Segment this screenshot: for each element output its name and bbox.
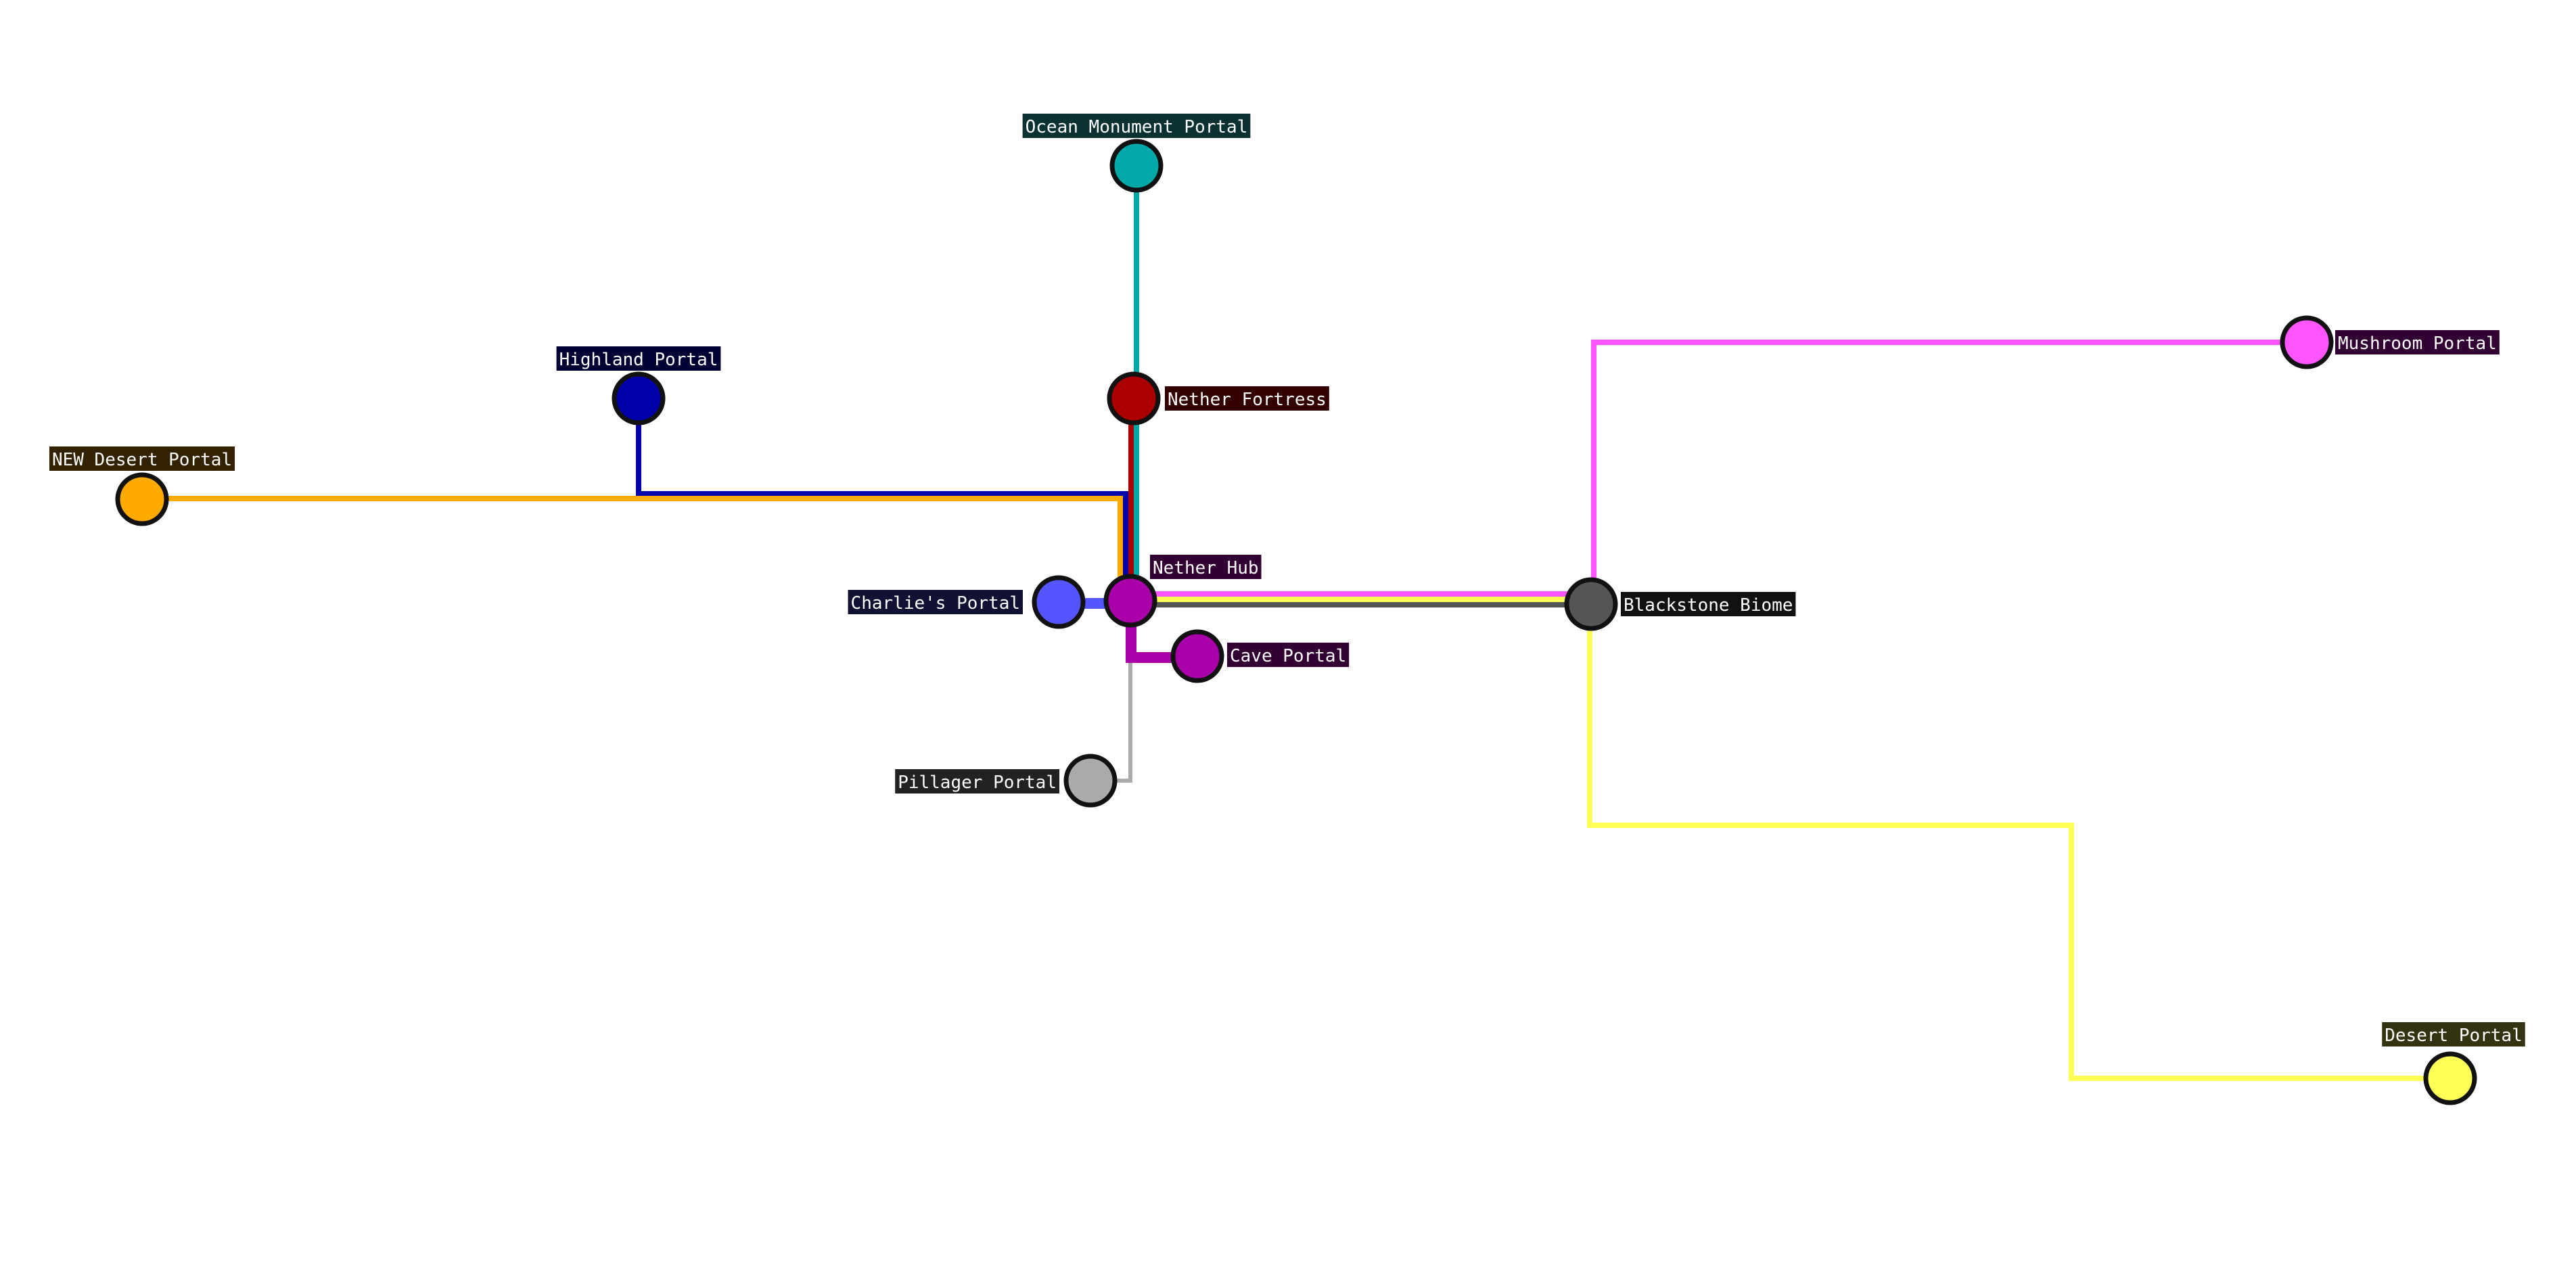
station-new-desert[interactable] [115, 472, 169, 526]
route-desert [1134, 597, 2453, 1081]
label-blackstone: Blackstone Biome [1621, 592, 1796, 616]
label-mushroom: Mushroom Portal [2335, 330, 2500, 354]
station-ocean-monument[interactable] [1109, 139, 1164, 193]
station-blackstone[interactable] [1564, 577, 1618, 631]
label-highland-text: Highland Portal [559, 350, 718, 370]
label-ocean-monument-text: Ocean Monument Portal [1026, 117, 1248, 137]
label-cave: Cave Portal [1227, 643, 1350, 667]
label-nether-hub-text: Nether Hub [1153, 558, 1259, 578]
route-mushroom [1134, 340, 2309, 597]
station-desert[interactable] [2423, 1051, 2477, 1105]
station-charlies[interactable] [1032, 575, 1086, 629]
station-highland[interactable] [612, 371, 666, 426]
label-nether-hub: Nether Hub [1150, 555, 1262, 579]
label-new-desert: NEW Desert Portal [49, 446, 235, 471]
label-charlies: Charlie's Portal [848, 590, 1023, 614]
label-ocean-monument: Ocean Monument Portal [1022, 114, 1251, 138]
stations [115, 139, 2477, 1105]
route-pillager [1088, 600, 1132, 783]
label-desert-text: Desert Portal [2385, 1026, 2523, 1046]
label-mushroom-text: Mushroom Portal [2338, 334, 2497, 354]
label-pillager: Pillager Portal [895, 769, 1059, 794]
label-charlies-text: Charlie's Portal [851, 593, 1020, 614]
label-new-desert-text: NEW Desert Portal [52, 450, 232, 470]
label-desert: Desert Portal [2382, 1022, 2525, 1046]
label-pillager-text: Pillager Portal [898, 773, 1057, 793]
station-nether-fortress[interactable] [1107, 371, 1161, 426]
station-mushroom[interactable] [2280, 315, 2334, 369]
station-cave[interactable] [1170, 629, 1224, 683]
routes [139, 163, 2453, 1081]
label-nether-fortress-text: Nether Fortress [1168, 390, 1327, 410]
label-cave-text: Cave Portal [1230, 646, 1346, 666]
label-highland: Highland Portal [556, 346, 721, 371]
label-blackstone-text: Blackstone Biome [1624, 595, 1793, 616]
labels: Ocean Monument Portal Nether Fortress Hi… [49, 114, 2525, 1046]
station-pillager[interactable] [1063, 754, 1118, 808]
route-highland [636, 396, 1128, 598]
station-nether-hub[interactable] [1103, 574, 1157, 628]
label-nether-fortress: Nether Fortress [1165, 386, 1329, 411]
route-new-desert [139, 496, 1123, 598]
